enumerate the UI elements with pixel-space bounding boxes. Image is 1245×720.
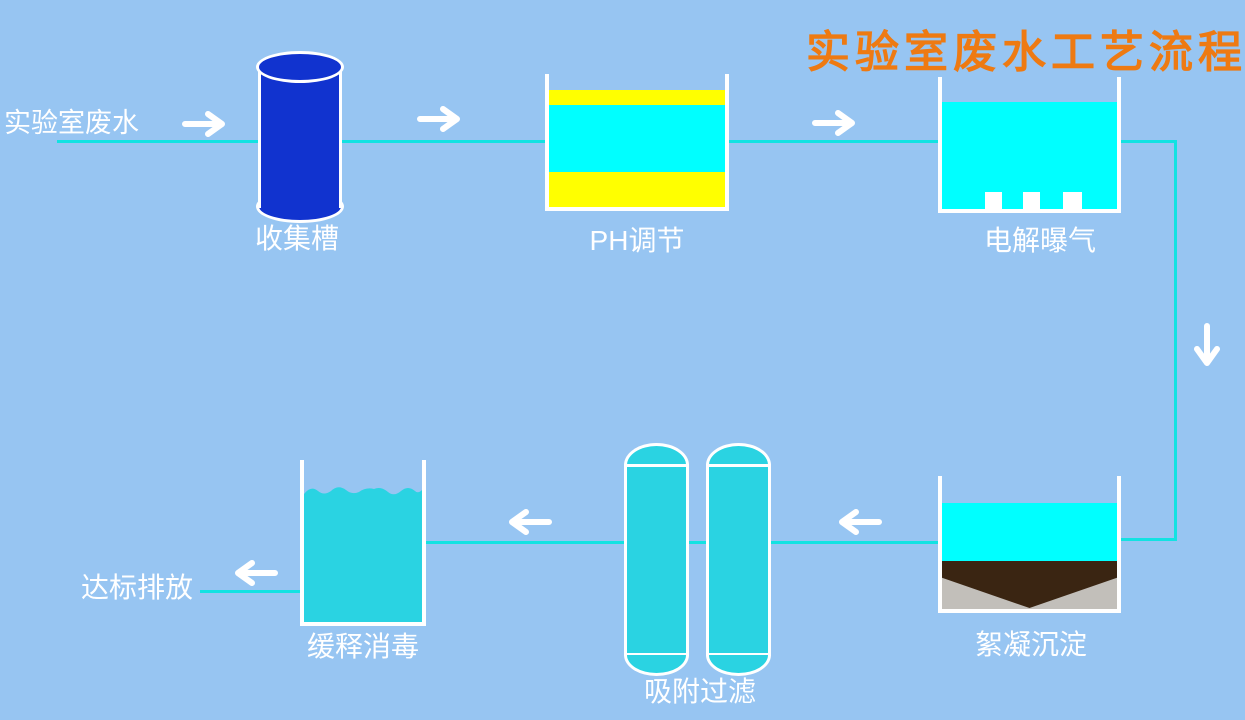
ph-adjust-label: PH调节 — [589, 225, 685, 256]
adsorption-column-2-top — [706, 443, 771, 465]
arrow-ph-to-electrolysis-icon — [812, 110, 855, 136]
collection-tank-label: 收集槽 — [254, 223, 339, 254]
slow-release-disinfection-tank — [300, 460, 426, 626]
ph-adjust-tank — [545, 74, 729, 211]
disinfection-tank-water — [304, 487, 422, 622]
adsorption-column-1-bottom — [624, 655, 689, 676]
aeration-tank-water — [942, 102, 1117, 209]
arrow-flocculation-to-adsorption-icon — [839, 509, 882, 535]
adsorption-column-2-body — [706, 464, 771, 656]
floc-tank-water — [942, 503, 1117, 561]
aeration-diffuser-1 — [985, 192, 1002, 209]
collection-tank-lid — [256, 51, 344, 83]
pipe-right-bottom — [1117, 538, 1177, 541]
flocculation-sedimentation-label: 絮凝沉淀 — [974, 629, 1087, 660]
ph-tank-cyan-layer — [549, 105, 725, 172]
ph-tank-yellow-top-layer — [549, 90, 725, 105]
adsorption-column-2-bottom — [706, 655, 771, 676]
pipe-discharge — [200, 590, 305, 593]
arrow-influent-to-collection-icon — [182, 111, 225, 137]
diagram-title: 实验室废水工艺流程 — [806, 28, 1245, 77]
arrow-collection-to-ph-icon — [417, 106, 460, 132]
ph-tank-yellow-bottom-layer — [549, 172, 725, 207]
adsorption-column-1-body — [624, 464, 689, 656]
arrow-electrolysis-to-flocculation-icon — [1194, 323, 1220, 366]
adsorption-filtration-label: 吸附过滤 — [643, 676, 756, 707]
aeration-diffuser-3 — [1063, 192, 1082, 209]
arrow-adsorption-to-disinfection-icon — [509, 509, 552, 535]
electrolysis-aeration-label: 电解曝气 — [983, 225, 1096, 256]
electrolysis-aeration-tank — [938, 77, 1121, 213]
adsorption-column-1-top — [624, 443, 689, 465]
arrow-disinfection-to-discharge-icon — [235, 560, 278, 586]
flocculation-sedimentation-tank — [938, 476, 1121, 613]
collection-tank-body — [258, 66, 342, 208]
slow-release-disinfection-label: 缓释消毒 — [306, 631, 419, 662]
pipe-right-vertical — [1174, 140, 1177, 541]
discharge-label: 达标排放 — [80, 572, 193, 603]
influent-label: 实验室废水 — [4, 108, 139, 138]
aeration-diffuser-2 — [1023, 192, 1040, 209]
